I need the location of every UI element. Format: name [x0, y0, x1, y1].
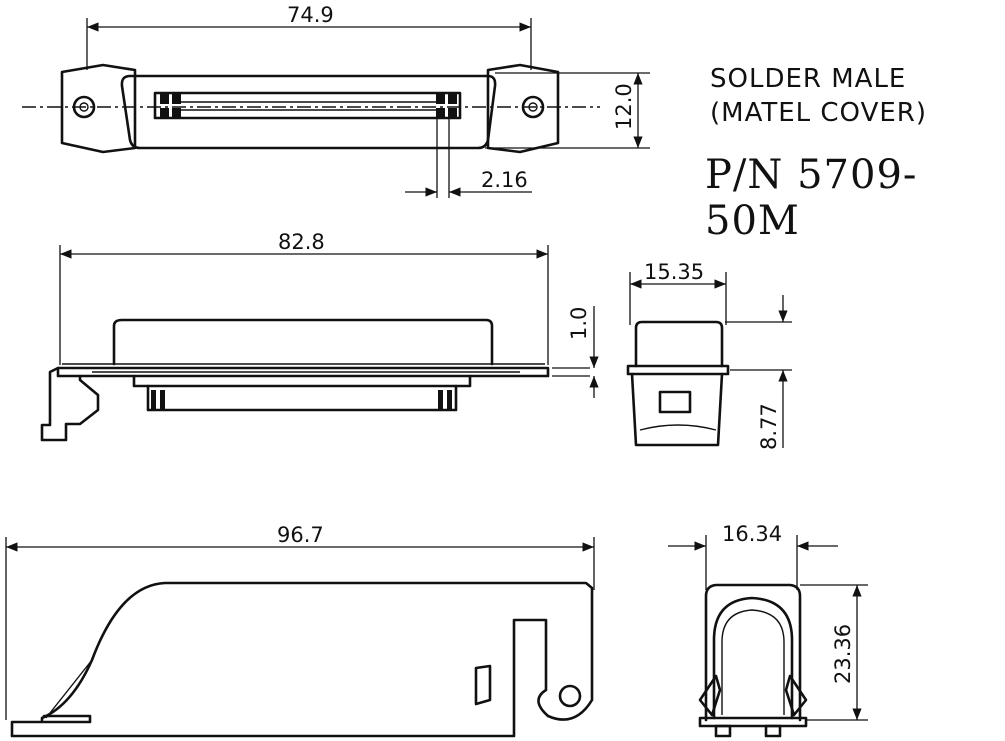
side-lower-body — [132, 374, 472, 388]
end-view: 15.35 8.77 — [626, 260, 792, 450]
dim-end-width: 15.35 — [644, 260, 704, 284]
top-view: 74.9 12.0 2.16 — [22, 3, 650, 198]
side-plate — [56, 366, 550, 378]
title-line-1: SOLDER MALE — [710, 64, 907, 94]
title-block: SOLDER MALE (MATEL COVER) — [710, 62, 927, 130]
cover-end-arch — [712, 596, 794, 720]
cover-outline — [10, 581, 594, 738]
side-bracket — [40, 366, 100, 442]
part-number: P/N 5709-50M — [705, 152, 918, 244]
dim-top-height: 12.0 — [612, 83, 636, 130]
cover-slot — [474, 664, 492, 706]
dim-cover-height: 23.36 — [831, 624, 855, 684]
dim-cover-length: 96.7 — [277, 523, 324, 547]
dim-side-length: 82.8 — [278, 230, 325, 254]
cover-end-outer — [704, 583, 802, 722]
dim-side-offset: 1.0 — [567, 307, 591, 340]
dim-top-width: 74.9 — [287, 3, 334, 27]
title-line-2: (MATEL COVER) — [710, 98, 927, 128]
end-upper-body — [634, 320, 724, 368]
side-upper-body — [112, 318, 494, 366]
side-view: 82.8 1.0 — [40, 230, 599, 442]
top-shell — [120, 74, 497, 150]
end-lower-body — [630, 372, 724, 447]
cover-end-view: 16.34 23.36 — [668, 522, 868, 738]
dim-pin-pitch: 2.16 — [481, 168, 528, 192]
top-contact-window — [153, 91, 462, 120]
cover-side-view: 96.7 — [5, 523, 595, 738]
end-plate — [626, 364, 730, 376]
cover-hole — [558, 684, 582, 708]
dim-cover-width: 16.34 — [722, 522, 782, 546]
dim-end-height: 8.77 — [757, 403, 781, 450]
